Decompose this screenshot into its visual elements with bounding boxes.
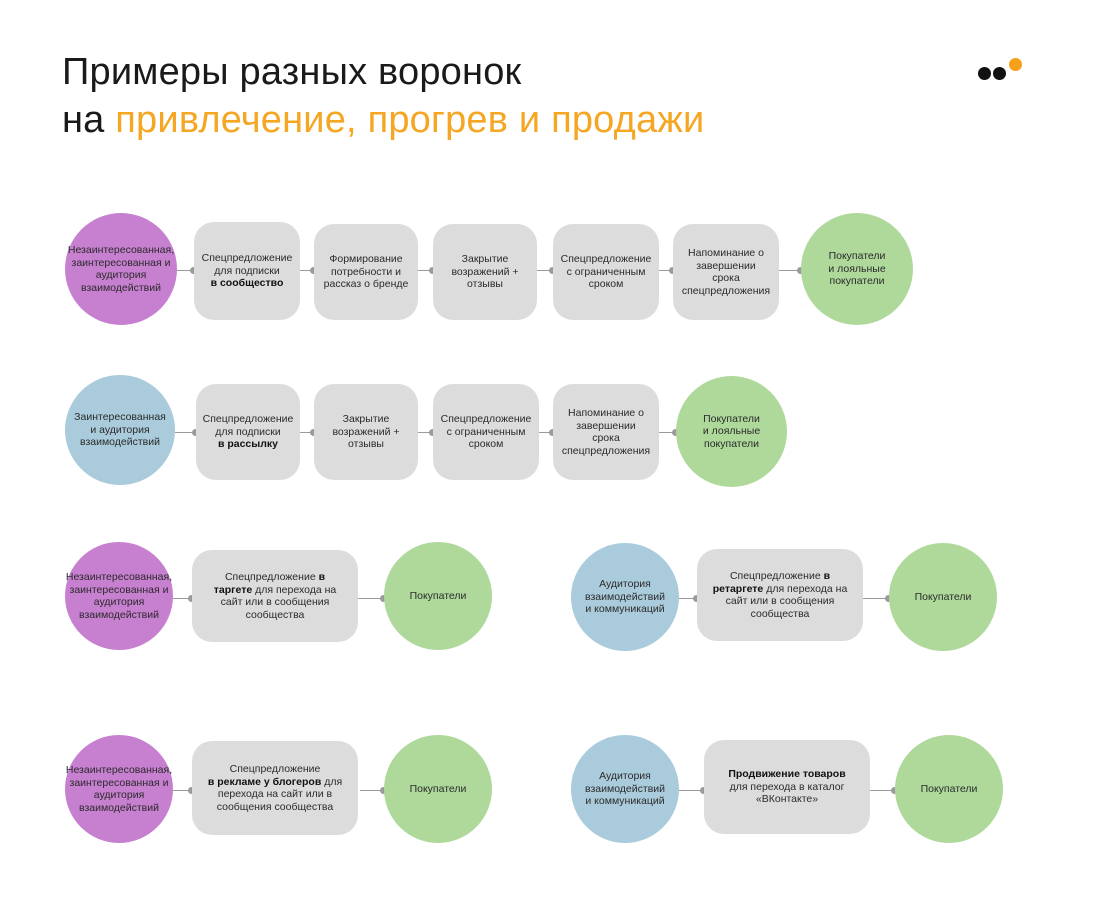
funnel-step: Спецпредложение с ограниченным сроком <box>553 224 659 320</box>
funnel-end-node: Покупатели <box>384 735 492 843</box>
page-title: Примеры разных воронок на привлечение, п… <box>62 48 704 144</box>
funnel-end-node: Покупатели <box>889 543 997 651</box>
funnel-step: Спецпредложение в ретаргете для перехода… <box>697 549 863 641</box>
connector <box>300 267 317 274</box>
connector <box>539 429 556 436</box>
three-dots-logo-icon <box>978 58 1028 82</box>
connector <box>870 787 898 794</box>
funnel-start-node: Незаинтересованная, заинтересованная и а… <box>65 542 173 650</box>
funnel-start-node: Заинтересованная и аудитория взаимодейст… <box>65 375 175 485</box>
funnel-start-node: Аудитория взаимодействий и коммуникаций <box>571 735 679 843</box>
connector <box>863 595 892 602</box>
title-accent: привлечение, прогрев и продажи <box>115 99 705 141</box>
connector <box>360 787 387 794</box>
funnel-step: Закрытие возражений + отзывы <box>433 224 537 320</box>
connector <box>679 787 707 794</box>
logo-dot-black-2 <box>993 67 1006 80</box>
logo-dot-black-1 <box>978 67 991 80</box>
connector <box>659 429 679 436</box>
connector <box>537 267 556 274</box>
funnel-start-node: Аудитория взаимодействий и коммуникаций <box>571 543 679 651</box>
connector <box>418 267 436 274</box>
funnel-start-node: Незаинтересованная, заинтересованная и а… <box>65 735 173 843</box>
connector <box>679 595 700 602</box>
funnel-step: Спецпредложение с ограниченным сроком <box>433 384 539 480</box>
funnel-end-node: Покупатели <box>895 735 1003 843</box>
funnel-start-node: Незаинтересованная, заинтересованная и а… <box>65 213 177 325</box>
funnel-end-node: Покупатели и лояльные покупатели <box>801 213 913 325</box>
connector <box>418 429 436 436</box>
funnel-step: Спецпредложение в таргете для перехода н… <box>192 550 358 642</box>
connector <box>175 429 199 436</box>
logo-dot-orange <box>1009 58 1022 71</box>
funnel-step: Спецпредложение в рекламе у блогеров для… <box>192 741 358 835</box>
funnel-step: Закрытие возражений + отзывы <box>314 384 418 480</box>
funnel-step: Продвижение товаров для перехода в катал… <box>704 740 870 834</box>
funnel-step: Формирование потребности и рассказ о бре… <box>314 224 418 320</box>
connector <box>779 267 804 274</box>
connector <box>358 595 387 602</box>
funnel-step: Напоминание о завершении срока спецпредл… <box>673 224 779 320</box>
title-line-1: Примеры разных воронок <box>62 51 522 93</box>
funnel-step: Напоминание о завершении срока спецпредл… <box>553 384 659 480</box>
title-line-2: на привлечение, прогрев и продажи <box>62 99 705 141</box>
funnel-end-node: Покупатели и лояльные покупатели <box>676 376 787 487</box>
connector <box>173 787 195 794</box>
connector <box>173 595 195 602</box>
connector <box>300 429 317 436</box>
connector <box>177 267 197 274</box>
connector <box>659 267 676 274</box>
funnel-end-node: Покупатели <box>384 542 492 650</box>
